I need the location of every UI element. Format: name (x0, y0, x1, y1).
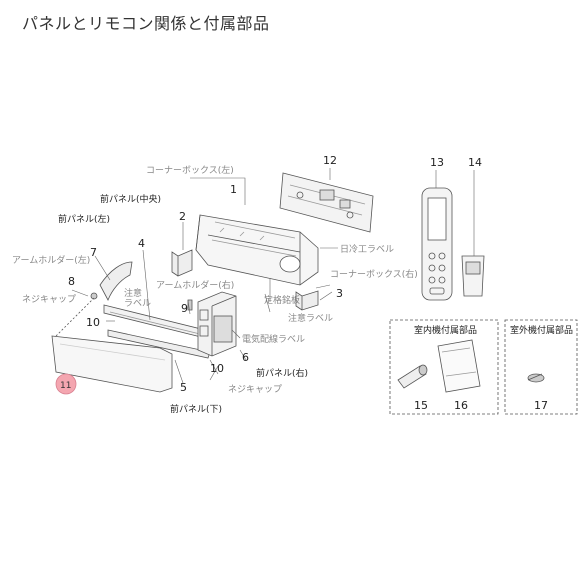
number-17: 17 (534, 399, 548, 412)
label-arm-holder-right: アームホルダー(右) (156, 279, 234, 291)
number-4: 4 (138, 237, 145, 250)
label-rating-plate: 定格銘板 (264, 294, 300, 306)
label-front-panel-lower: 前パネル(下) (170, 403, 222, 415)
side-panel-left-part (99, 261, 133, 301)
control-board-part (279, 172, 374, 233)
corner-box-left-part (171, 249, 193, 277)
label-front-panel-right: 前パネル(右) (256, 367, 308, 379)
label-caution-left: 注意 ラベル (124, 287, 151, 309)
number-3: 3 (336, 287, 343, 300)
remote-control-part (421, 187, 453, 301)
number-7: 7 (90, 246, 97, 259)
number-1: 1 (230, 183, 237, 196)
number-9: 9 (181, 302, 188, 315)
chassis-part (195, 214, 319, 286)
label-front-panel-center: 前パネル(中央) (100, 193, 161, 205)
number-8: 8 (68, 275, 75, 288)
label-arm-holder-left: アームホルダー(左) (12, 254, 90, 266)
number-11: 11 (60, 381, 71, 391)
label-corner-box-left: コーナーボックス(左) (146, 164, 234, 176)
label-wiring: 電気配線ラベル (242, 333, 305, 345)
label-nitto: 日冷工ラベル (340, 243, 394, 255)
number-14: 14 (468, 156, 482, 169)
corner-box-right-part (295, 290, 319, 311)
indoor-accessories-box (389, 319, 499, 415)
manual-part (437, 339, 481, 393)
arm-holder-left-part (90, 292, 98, 300)
label-caution: 注意ラベル (288, 312, 333, 324)
number-10-right: 10 (210, 362, 224, 375)
label-outdoor-accessories: 室外機付属部品 (510, 324, 573, 336)
page-title: パネルとリモコン関係と付属部品 (22, 14, 270, 33)
highlight-marker[interactable] (55, 373, 77, 395)
battery-part (397, 364, 428, 389)
front-panel-lower-part (107, 329, 211, 359)
front-panel-main-part (51, 335, 173, 393)
number-12: 12 (323, 154, 337, 167)
label-corner-box-right: コーナーボックス(右) (330, 268, 418, 280)
number-16: 16 (454, 399, 468, 412)
outdoor-accessories-box (504, 319, 578, 415)
label-screw-cap-right: ネジキャップ (228, 384, 282, 395)
number-13: 13 (430, 156, 444, 169)
number-10-left: 10 (86, 316, 100, 329)
number-15: 15 (414, 399, 428, 412)
number-5: 5 (180, 381, 187, 394)
outdoor-part (527, 373, 545, 383)
label-front-panel-left: 前パネル(左) (58, 213, 110, 225)
label-screw-cap-left: ネジキャップ (22, 294, 76, 305)
front-panel-right-part (197, 291, 237, 357)
number-6: 6 (242, 351, 249, 364)
label-indoor-accessories: 室内機付属部品 (414, 324, 477, 336)
number-2: 2 (179, 210, 186, 223)
